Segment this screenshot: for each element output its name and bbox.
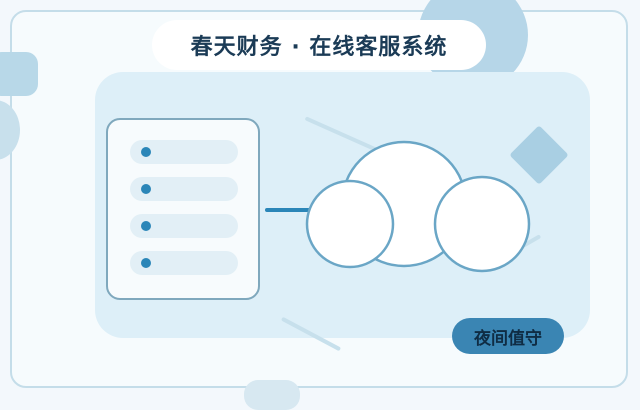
badge-label: 夜间值守 xyxy=(474,328,542,349)
list-dot-icon xyxy=(141,147,151,157)
decorative-circle-left xyxy=(0,100,20,160)
list-item xyxy=(130,251,238,275)
message-list-card xyxy=(106,118,260,300)
page-title: 春天财务 · 在线客服系统 xyxy=(190,35,448,60)
connector-line xyxy=(265,208,331,212)
decorative-pill-bottom xyxy=(244,380,300,410)
list-item xyxy=(130,177,238,201)
list-dot-icon xyxy=(141,184,151,194)
night-duty-badge: 夜间值守 xyxy=(452,318,564,354)
title-banner: 春天财务 · 在线客服系统 xyxy=(152,20,486,70)
decorative-pill-left xyxy=(0,52,38,96)
cloud-icon xyxy=(305,140,531,273)
list-item xyxy=(130,140,238,164)
list-dot-icon xyxy=(141,258,151,268)
list-item xyxy=(130,214,238,238)
list-dot-icon xyxy=(141,221,151,231)
